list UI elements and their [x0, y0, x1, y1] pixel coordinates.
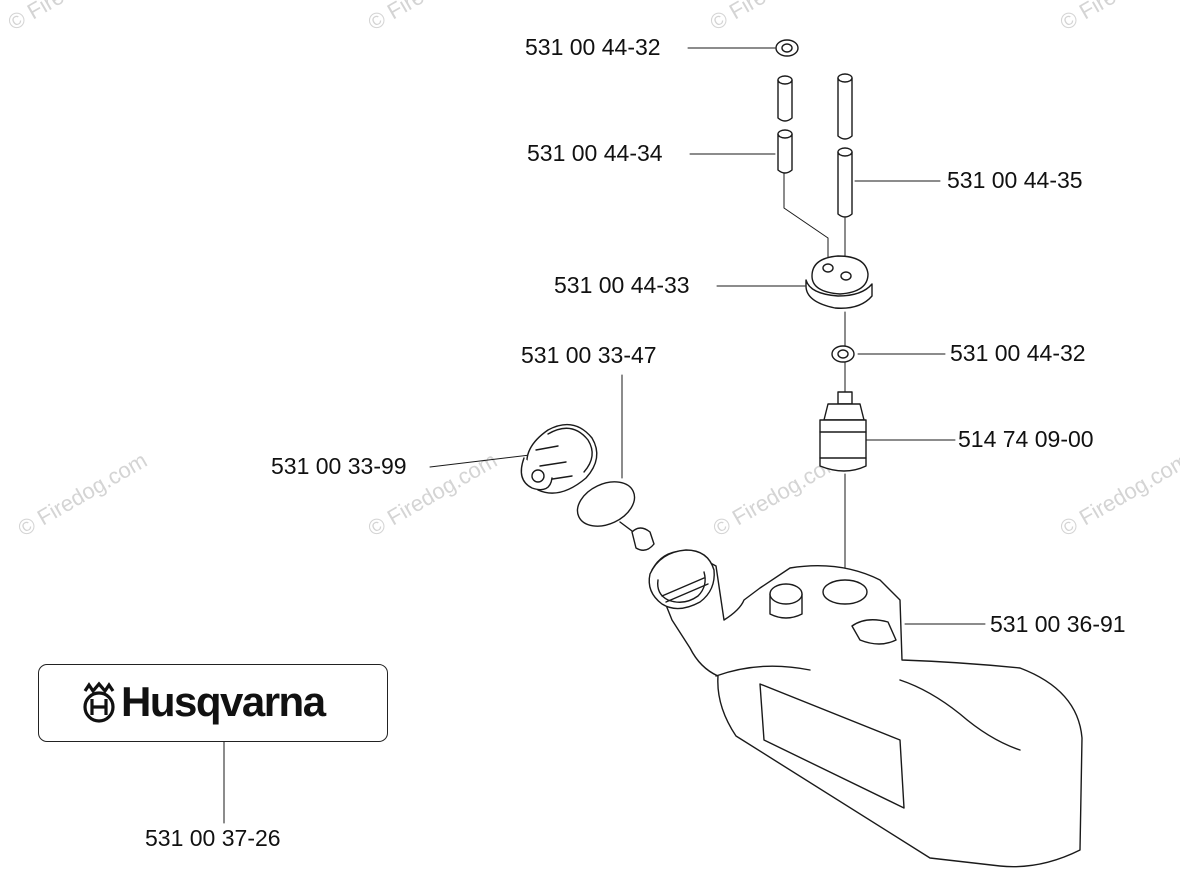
grommet-drawing — [805, 255, 873, 309]
part-number-tank-cap: 531 00 33-99 — [271, 453, 407, 479]
tank-cap-drawing — [520, 423, 598, 494]
husqvarna-crown-icon — [83, 681, 115, 723]
part-number-fuel-tank: 531 00 36-91 — [990, 611, 1126, 637]
husqvarna-logo-text: Husqvarna — [121, 678, 326, 725]
leader-lines — [223, 47, 986, 824]
part-number-washer-top: 531 00 44-32 — [525, 34, 661, 60]
husqvarna-decal: Husqvarna — [38, 664, 388, 742]
part-number-grommet: 531 00 44-33 — [554, 272, 690, 298]
washer-top-drawing — [775, 39, 799, 57]
fuel-tank-drawing — [648, 549, 1083, 868]
part-number-decal: 531 00 37-26 — [145, 825, 281, 851]
part-number-fuel-filter: 514 74 09-00 — [958, 426, 1094, 452]
fuel-hose-right-drawing — [837, 73, 853, 218]
tank-cap-gasket-drawing — [576, 481, 655, 551]
washer-bottom-drawing — [831, 345, 855, 363]
fuel-hose-left-drawing — [777, 75, 793, 174]
part-number-fuel-hose-left: 531 00 44-34 — [527, 140, 663, 166]
part-number-washer-bottom: 531 00 44-32 — [950, 340, 1086, 366]
part-number-fuel-hose-right: 531 00 44-35 — [947, 167, 1083, 193]
part-number-tank-cap-gasket: 531 00 33-47 — [521, 342, 657, 368]
fuel-filter-drawing — [819, 391, 867, 472]
